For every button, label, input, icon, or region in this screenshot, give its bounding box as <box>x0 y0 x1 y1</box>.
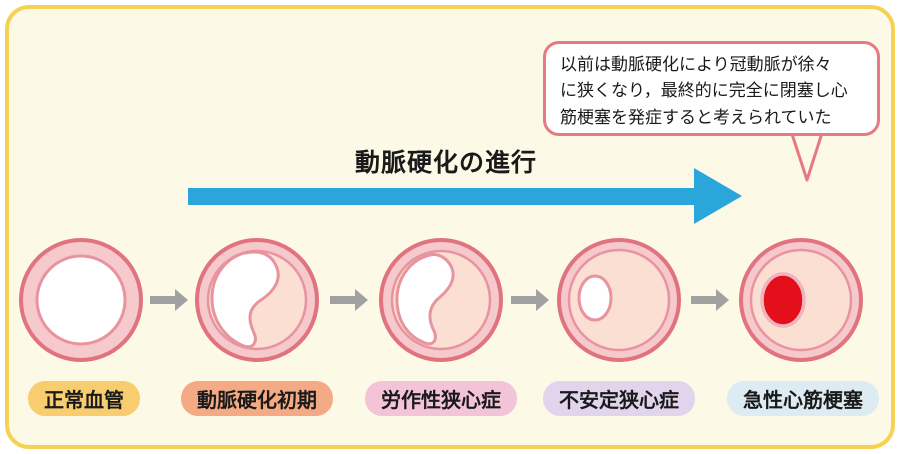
progress-title: 動脈硬化の進行 <box>354 148 537 177</box>
callout-bubble: 以前は動脈硬化により冠動脈が徐々 に狭くなり，最終的に完全に閉塞し心 筋梗塞を発… <box>543 41 880 136</box>
stage-badge-unstable-angina: 不安定狭心症 <box>543 381 695 416</box>
stage-badge-exertional-angina: 労作性狭心症 <box>365 381 517 416</box>
vessel-unstable-angina-illustration <box>557 238 681 362</box>
vessel-normal-illustration <box>19 238 143 362</box>
callout-line: に狭くなり，最終的に完全に閉塞し心 <box>560 81 848 102</box>
vessel-acute-mi-illustration <box>739 238 863 362</box>
speech-bubble-tail-icon <box>790 133 824 182</box>
step-right-arrow-icon <box>691 289 729 311</box>
progress-right-arrow-icon <box>188 168 742 224</box>
vessel-early-atherosclerosis-illustration <box>195 238 319 362</box>
stage-badge-normal-vessel: 正常血管 <box>28 381 140 416</box>
stage-badge-acute-mi: 急性心筋梗塞 <box>727 381 879 416</box>
step-right-arrow-icon <box>150 289 188 311</box>
step-right-arrow-icon <box>511 289 549 311</box>
stage-badge-early-atherosclerosis: 動脈硬化初期 <box>181 381 333 416</box>
callout-line: 以前は動脈硬化により冠動脈が徐々 <box>560 55 832 75</box>
vessel-exertional-angina-illustration <box>379 238 503 362</box>
callout-line: 筋梗塞を発症すると考えられていた <box>560 107 832 128</box>
step-right-arrow-icon <box>330 289 368 311</box>
